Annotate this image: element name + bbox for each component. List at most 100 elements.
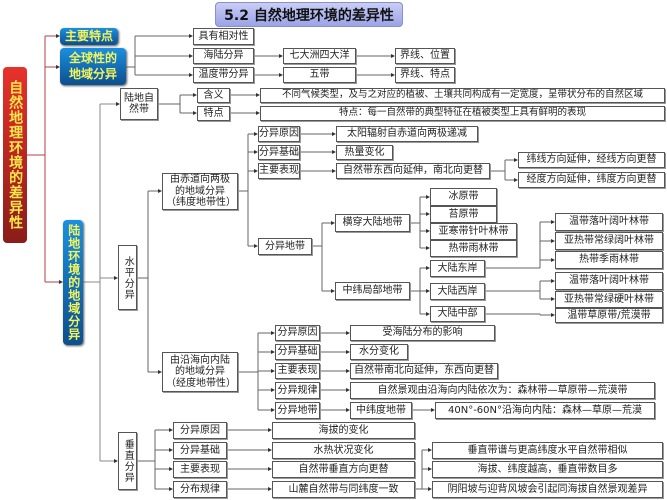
connector: [490, 160, 506, 180]
lon-zone-desc: 40N°-60N°沿海向内陆：森林—草原—荒漠: [435, 402, 655, 419]
connector: [83, 104, 101, 461]
arrowhead: [254, 150, 258, 154]
lon-rule-label: 分异规律: [275, 382, 320, 399]
inland-item: 温带草原带/荒漠带: [555, 308, 663, 323]
arrowhead: [331, 221, 335, 225]
connector: [238, 134, 249, 246]
lon-basis-label: 分异基础: [275, 344, 320, 360]
arrowhead: [551, 313, 555, 317]
rainforest-zone: 热带雨林带: [430, 240, 517, 257]
lon-perf-text: 自然带南北向延伸，东西向更替: [350, 363, 498, 379]
arrowhead: [169, 448, 173, 452]
arrowhead: [158, 370, 162, 374]
arrowhead: [268, 448, 272, 452]
land-differentiation-node: 陆地环境的地域分异: [63, 220, 83, 345]
arrowhead: [426, 229, 430, 233]
arrowhead: [551, 279, 555, 283]
lon-cause-label: 分异原因: [275, 325, 320, 341]
lat-perf-a: 纬线方向延伸，经线方向更替: [518, 152, 665, 168]
ver-cause-text: 海拔的变化: [272, 422, 415, 439]
arrowhead: [114, 459, 118, 463]
east-coast-node: 大陆东岸: [430, 260, 485, 277]
relativity-node: 具有相对性: [193, 28, 254, 45]
arrowhead: [271, 388, 275, 392]
arrowhead: [254, 132, 258, 136]
arrowhead: [158, 189, 162, 193]
lat-cause-text: 太阳辐射自赤道向两极递减: [336, 126, 478, 142]
west-item: 温带落叶阔叶林带: [555, 272, 663, 290]
arrowhead: [426, 289, 430, 293]
connector: [485, 281, 541, 299]
ice-zone: 冰原带: [430, 188, 497, 206]
lon-rule-text: 自然景观由沿海向内陆依次为：森林带—草原带—荒漠带: [350, 382, 655, 399]
arrowhead: [169, 428, 173, 432]
arrowhead: [551, 239, 555, 243]
arrowhead: [551, 220, 555, 224]
arrowhead: [116, 102, 120, 106]
arrowhead: [169, 467, 173, 471]
meaning-label: 含义: [197, 88, 230, 103]
global-differentiation-node: 全球性的地域分异: [60, 48, 126, 85]
page-title: 5.2 自然地理环境的差异性: [215, 2, 403, 27]
arrowhead: [332, 132, 336, 136]
lat-perf-b: 经度方向延伸，纬度方向更替: [518, 172, 665, 188]
arrowhead: [346, 408, 350, 412]
ver-perf-text: 自然带垂直方向更替: [272, 461, 415, 478]
arrowhead: [551, 297, 555, 301]
cross-continent-node: 横穿大陆地带: [335, 214, 410, 232]
ver-basis-label: 分异基础: [173, 442, 227, 459]
arrowhead: [169, 487, 173, 491]
east-item: 亚热带常绿阔叶林带: [555, 232, 663, 250]
lon-perf-label: 主要表现: [275, 363, 320, 379]
ver-rule-label: 分布规律: [173, 481, 227, 498]
lat-zone-label: 分异地带: [258, 238, 312, 255]
connector: [238, 333, 259, 410]
arrowhead: [514, 178, 518, 182]
connector: [158, 95, 181, 113]
arrowhead: [271, 331, 275, 335]
arrowhead: [431, 408, 435, 412]
arrowhead: [271, 408, 275, 412]
arrowhead: [428, 448, 432, 452]
arrowhead: [189, 73, 193, 77]
arrowhead: [59, 280, 63, 284]
west-coast-node: 大陆西岸: [430, 283, 485, 300]
arrowhead: [346, 388, 350, 392]
ver-perf-label: 主要表现: [173, 461, 227, 478]
ver-cause-label: 分异原因: [173, 422, 227, 439]
arrowhead: [56, 65, 60, 69]
main-feature-node: 主要特点: [60, 28, 118, 45]
arrowhead: [428, 467, 432, 471]
connector: [312, 223, 323, 291]
arrowhead: [268, 487, 272, 491]
arrowhead: [256, 111, 260, 115]
arrowhead: [56, 34, 60, 38]
tundra-zone: 苔原带: [430, 206, 497, 223]
connector: [410, 197, 421, 248]
arrowhead: [332, 150, 336, 154]
connector: [137, 191, 149, 372]
lon-zone-label: 分异地带: [275, 402, 320, 419]
lon-basis-text: 水分变化: [350, 344, 408, 360]
ver-rule-item: 阴阳坡与迎背风坡会引起同海拔自然景观差异: [432, 481, 663, 498]
land-natural-zone-node: 陆地自然带: [120, 88, 158, 120]
boundary-position-node: 界线、位置: [395, 48, 455, 64]
arrowhead: [189, 54, 193, 58]
arrowhead: [193, 111, 197, 115]
arrowhead: [346, 331, 350, 335]
connector: [415, 450, 423, 490]
lat-basis-text: 热量变化: [336, 145, 393, 160]
arrowhead: [193, 93, 197, 97]
ver-rule-item: 垂直带谱与更高纬度水平自然带相似: [432, 442, 663, 459]
taiga-zone: 亚寒带针叶林带: [430, 223, 517, 240]
arrowhead: [256, 93, 260, 97]
land-sea-node: 海陆分异: [193, 48, 254, 64]
arrowhead: [551, 258, 555, 262]
arrowhead: [514, 158, 518, 162]
vertical-differentiation-node: 垂直分异: [118, 432, 137, 490]
ver-rule-item: 海拔、纬度越高，垂直带数目多: [432, 461, 663, 478]
lat-perf-label: 主要表现: [258, 163, 300, 179]
temperature-zone-node: 温度带分异: [193, 67, 254, 83]
root-node: 自然地理环境的差异性: [3, 67, 27, 243]
